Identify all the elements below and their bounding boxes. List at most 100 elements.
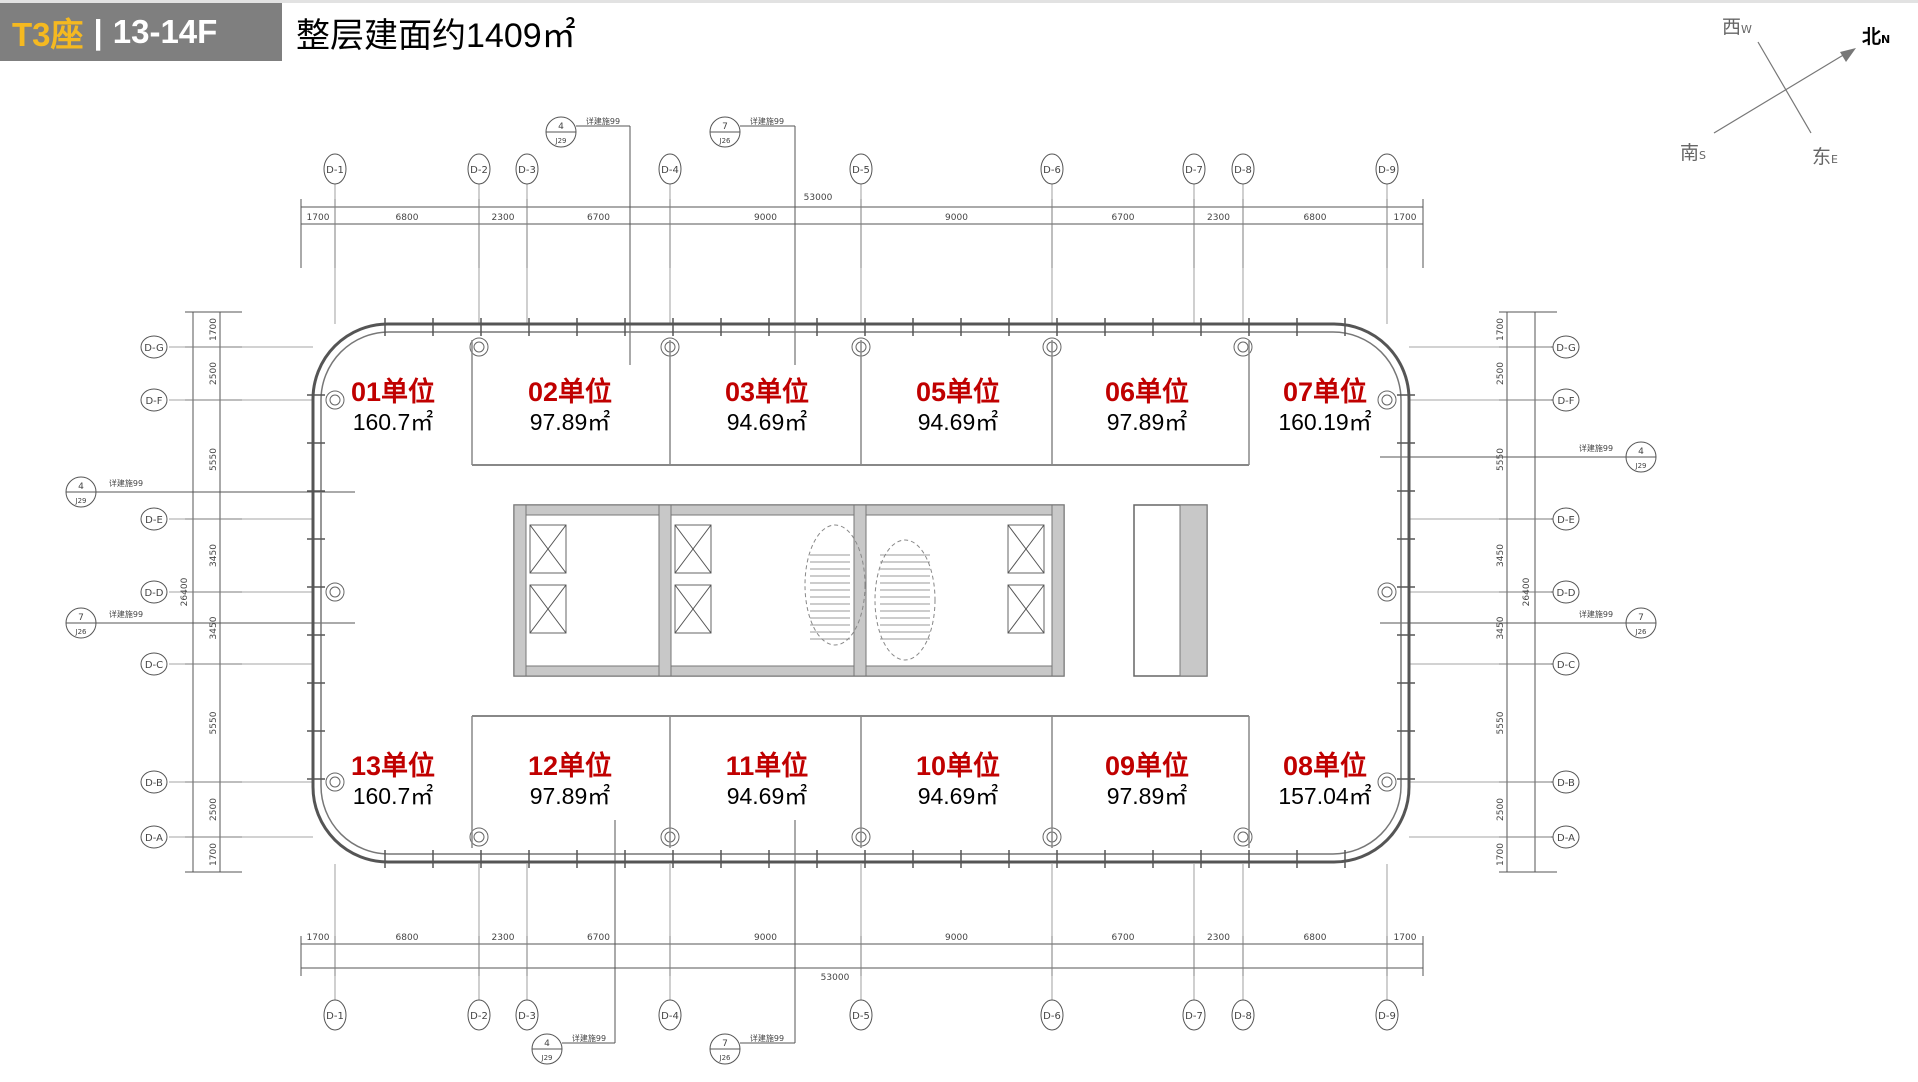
grid-bubble (658, 153, 682, 185)
unit-area: 97.89㎡ (529, 783, 611, 809)
core-wall (853, 504, 867, 677)
dimension-label: 6800 (1304, 213, 1327, 223)
section-note: 详建施99 (572, 1033, 606, 1043)
grid-bubble (1375, 999, 1399, 1031)
unit-area: 97.89㎡ (529, 409, 611, 435)
section-sheet: J29 (541, 1054, 553, 1062)
grid-bubble (1231, 999, 1255, 1031)
grid-row-label: D-C (1557, 660, 1575, 671)
unit-name: 08单位 (1282, 751, 1368, 781)
core-wall (513, 665, 1065, 677)
structural-column (469, 337, 489, 357)
grid-bubble (1552, 652, 1580, 676)
elevator-shaft (529, 584, 567, 634)
dimension-label: 6700 (587, 213, 610, 223)
elevator-cross (1007, 524, 1045, 574)
unit-name: 09单位 (1104, 751, 1190, 781)
structural-column-core (329, 586, 341, 598)
grid-bubble (1231, 153, 1255, 185)
grid-row-label: D-G (144, 343, 163, 354)
compass-south: 南S (1680, 142, 1706, 164)
section-number: 4 (558, 122, 564, 132)
structural-column (325, 390, 345, 410)
grid-column-label: D-2 (470, 165, 488, 176)
grid-row-label: D-A (1557, 833, 1575, 844)
dimension-label: 3450 (1496, 544, 1506, 567)
structural-column-core (1237, 341, 1249, 353)
structural-column-core (1237, 831, 1249, 843)
dimension-label: 5550 (1496, 448, 1506, 471)
dimension-label: 3450 (209, 616, 219, 639)
grid-bubble (140, 335, 168, 359)
dimension-label: 2500 (1496, 362, 1506, 385)
section-note: 详建施99 (750, 116, 784, 126)
grid-column-label: D-3 (518, 1011, 536, 1022)
grid-bubble (140, 770, 168, 794)
elevator-cross (529, 524, 567, 574)
dimension-label: 1700 (1496, 843, 1506, 866)
grid-column-label: D-8 (1234, 165, 1252, 176)
grid-column-label: D-7 (1185, 165, 1203, 176)
compass-west: 西W (1722, 16, 1752, 38)
unit-area: 94.69㎡ (917, 409, 999, 435)
elevator-shaft (1007, 584, 1045, 634)
unit-area: 160.7㎡ (352, 409, 434, 435)
dimension-label: 1700 (1394, 933, 1417, 943)
dimension-label: 1700 (209, 843, 219, 866)
grid-row-label: D-G (1556, 343, 1575, 354)
grid-bubble (849, 153, 873, 185)
dimension-label: 2300 (492, 213, 515, 223)
dimension-label: 1700 (1394, 213, 1417, 223)
structural-column (1233, 337, 1253, 357)
unit-area: 97.89㎡ (1106, 409, 1188, 435)
grid-column-label: D-2 (470, 1011, 488, 1022)
compass-north: 北N (1862, 26, 1891, 48)
page-title: 整层建面约1409㎡ (296, 17, 576, 55)
section-sheet: J29 (1635, 462, 1647, 470)
dimension-label: 3450 (1496, 616, 1506, 639)
dimension-label: 9000 (754, 933, 777, 943)
stair-path (804, 524, 866, 646)
dimension-label: 2300 (492, 933, 515, 943)
dimension-total-label: 53000 (804, 193, 833, 203)
grid-row-label: D-A (145, 833, 163, 844)
section-note: 详建施99 (586, 116, 620, 126)
unit-area: 97.89㎡ (1106, 783, 1188, 809)
structural-column-core (1381, 394, 1393, 406)
section-sheet: J26 (719, 1054, 732, 1062)
section-note: 详建施99 (1579, 443, 1613, 453)
top-border (0, 0, 1918, 3)
grid-row-label: D-E (1557, 515, 1575, 526)
dimension-label: 1700 (1496, 318, 1506, 341)
grid-column-label: D-4 (661, 165, 679, 176)
grid-column-label: D-3 (518, 165, 536, 176)
section-sheet: J29 (75, 497, 87, 505)
elevator-shaft (529, 524, 567, 574)
grid-row-label: D-D (144, 588, 163, 599)
unit-name: 06单位 (1104, 377, 1190, 407)
dimension-label: 2500 (209, 798, 219, 821)
structural-column-core (329, 776, 341, 788)
grid-column-label: D-4 (661, 1011, 679, 1022)
section-number: 7 (722, 122, 728, 132)
grid-bubble (1552, 335, 1580, 359)
grid-bubble (140, 388, 168, 412)
grid-bubble (515, 999, 539, 1031)
grid-bubble (140, 652, 168, 676)
unit-area: 160.19㎡ (1278, 409, 1372, 435)
unit-name: 13单位 (350, 751, 436, 781)
section-number: 4 (78, 482, 84, 492)
structural-column (325, 772, 345, 792)
grid-row-label: D-C (145, 660, 163, 671)
core-wall (1179, 504, 1208, 677)
grid-column-label: D-5 (852, 165, 870, 176)
section-sheet: J26 (75, 628, 88, 636)
grid-bubble (467, 153, 491, 185)
unit-name: 10单位 (915, 751, 1001, 781)
